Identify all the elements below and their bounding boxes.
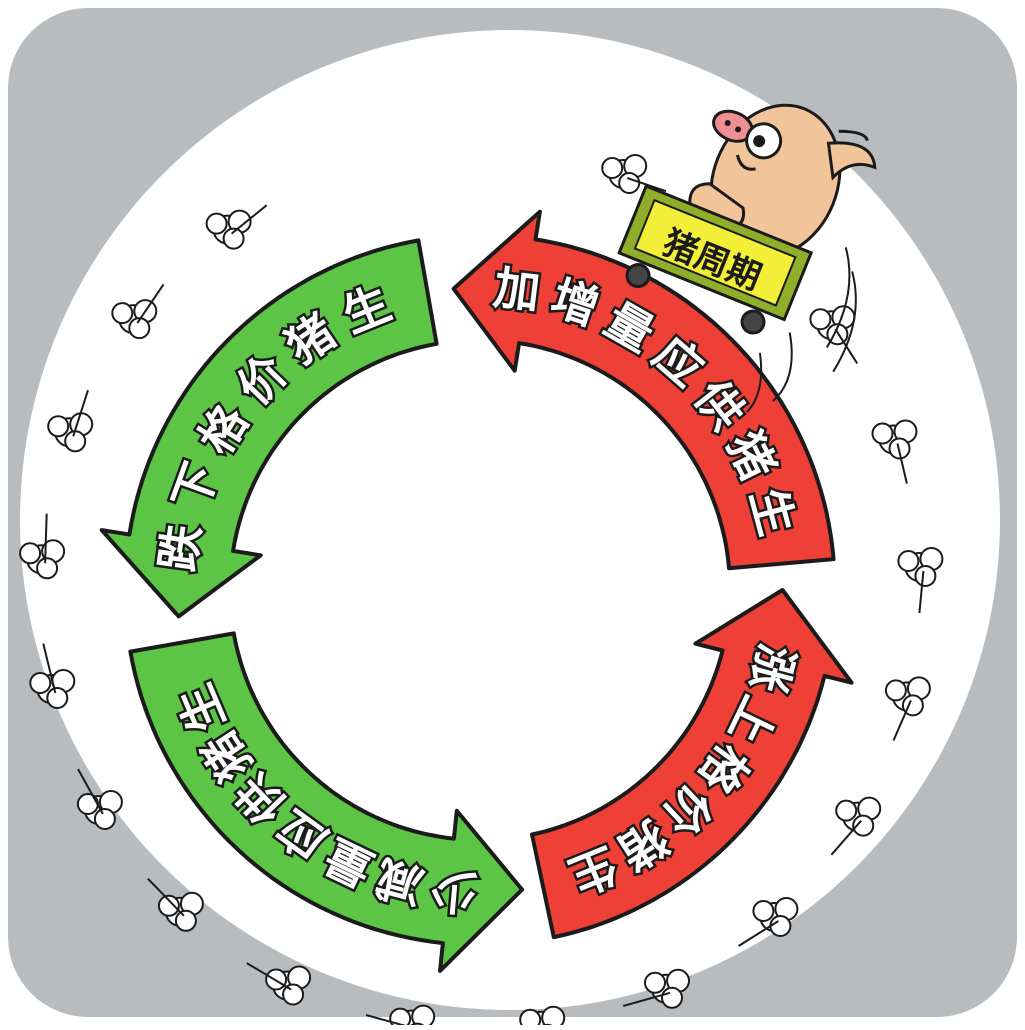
label-char: 跌 [150,521,210,574]
label-char: 少 [428,862,479,920]
label-char: 加 [491,260,543,319]
